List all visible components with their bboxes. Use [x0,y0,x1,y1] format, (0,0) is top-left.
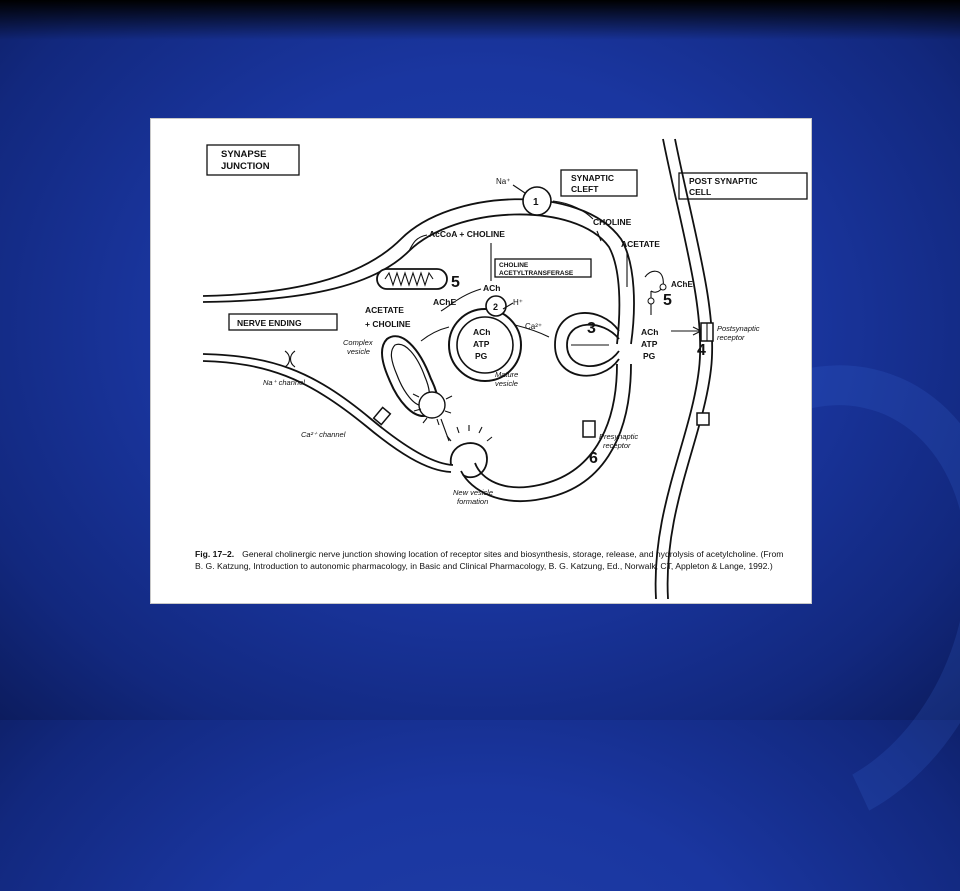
acetate-left-label: ACETATE [365,305,404,315]
ca-channel-shape [372,406,392,426]
post-synaptic-cell-label-1: POST SYNAPTIC [689,176,757,186]
figure-number: Fig. 17–2. [195,549,235,559]
nerve-ending-box: NERVE ENDING [228,313,338,331]
presynaptic-receptor-label-1: Presynaptic [599,432,638,441]
choline-top-label: CHOLINE [593,217,632,227]
post-synaptic-cell-label-2: CELL [689,187,711,197]
choline-acetyltransferase-box: CHOLINE ACETYLTRANSFERASE [494,258,592,278]
vesicle-atp-label: ATP [473,339,490,349]
ca2-plus-label: Ca²⁺ [525,322,542,331]
mature-vesicle-label-1: Mature [495,370,518,379]
vesicle-ach-label: ACh [473,327,490,337]
vesicle-pg-label: PG [475,351,488,361]
complex-vesicle-label-1: Complex [343,338,373,347]
synaptic-cleft-box: SYNAPTIC CLEFT [560,169,638,197]
step-number-4: 4 [697,342,706,359]
ache-left-label: AChE [433,297,456,307]
step-number-1: 1 [533,197,539,208]
transferase-label-1: CHOLINE [499,262,529,269]
new-vesicle-label-1: New vesicle [453,488,493,497]
post-synaptic-cell-box: POST SYNAPTIC CELL [678,172,808,200]
postsynaptic-receptor-label-1: Postsynaptic [717,324,760,333]
transferase-label-2: ACETYLTRANSFERASE [499,270,574,277]
caption-text: General cholinergic nerve junction showi… [195,549,784,571]
synaptic-cleft-label-2: CLEFT [571,184,599,194]
cleft-ach-label: ACh [641,327,658,337]
mature-vesicle: 2 ACh ATP PG [448,295,522,382]
acoa-choline-label: AcCoA + CHOLINE [429,229,505,239]
presynaptic-receptor-shape [582,420,596,438]
choline-transporter: 1 Na⁺ [496,177,594,220]
postsynaptic-receptor-shape [700,322,714,342]
step-number-6: 6 [589,450,598,467]
slide-top-band [0,0,960,40]
ca-channel-label: Ca²⁺ channel [301,430,346,439]
ache-right-label: AChE [671,280,693,289]
plus-choline-label: + CHOLINE [365,319,411,329]
new-vesicle-label-2: formation [457,497,488,506]
complex-vesicle [381,335,453,426]
new-vesicle-pit [446,425,493,479]
h-plus-label: H⁺ [513,298,523,307]
mature-vesicle-label-2: vesicle [495,379,518,388]
acetylcholinesterase-enzyme [644,270,667,315]
ach-center-label: ACh [483,283,500,293]
postsynaptic-receptor-label-2: receptor [717,333,745,342]
synaptic-cleft-label-1: SYNAPTIC [571,173,614,183]
synapse-junction-label-1: SYNAPSE [221,149,266,160]
postsynaptic-membrane [654,138,714,600]
mitochondrion [376,268,448,290]
step-number-5-right: 5 [663,292,672,309]
presynaptic-receptor-label-2: receptor [603,441,631,450]
nerve-terminal-membrane [202,198,635,502]
cleft-pg-label: PG [643,351,656,361]
postsynaptic-lower-receptor [696,412,710,426]
acetate-top-label: ACETATE [621,239,660,249]
synapse-junction-box: SYNAPSE JUNCTION [206,144,300,176]
na-channel-shape [284,350,296,368]
na-channel-label: Na⁺ channel [263,378,305,387]
figure-panel: SYNAPSE JUNCTION SYNAPTIC CLEFT POST SYN… [150,118,812,604]
na-plus-label: Na⁺ [496,177,510,186]
step-number-5-left: 5 [451,274,460,291]
figure-caption: Fig. 17–2.General cholinergic nerve junc… [195,548,793,572]
fusing-vesicle [554,312,620,377]
synapse-junction-label-2: JUNCTION [221,161,270,172]
step-number-2: 2 [493,302,498,312]
nerve-ending-label: NERVE ENDING [237,318,302,328]
cleft-atp-label: ATP [641,339,658,349]
cholinergic-junction-diagram: SYNAPSE JUNCTION SYNAPTIC CLEFT POST SYN… [202,138,808,600]
complex-vesicle-label-2: vesicle [347,347,370,356]
step-number-3: 3 [587,320,596,337]
